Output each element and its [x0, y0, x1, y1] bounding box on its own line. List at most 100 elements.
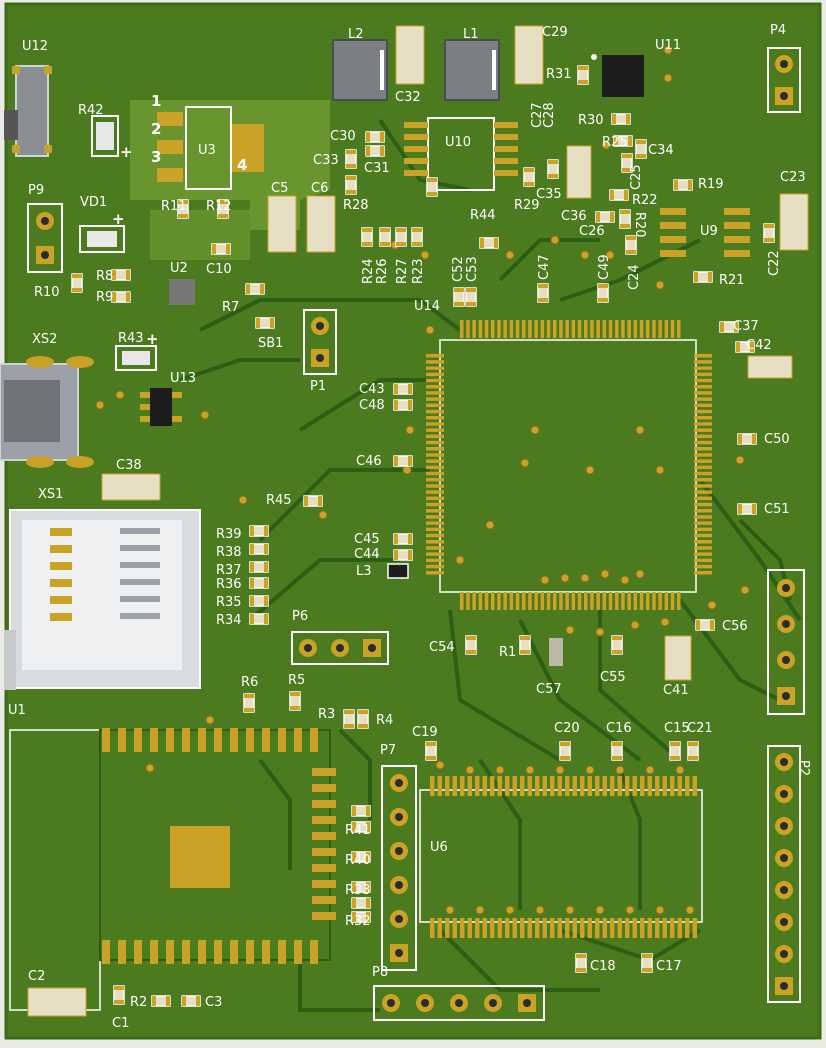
label-C23: C23	[780, 170, 806, 185]
label-R43: R43	[118, 331, 144, 346]
u10-chip	[404, 117, 518, 191]
label-R37: R37	[216, 563, 242, 578]
large-caps	[27, 25, 809, 1017]
label-C20: C20	[554, 721, 580, 736]
label-pin2: 2	[151, 120, 161, 138]
label-R39: R39	[216, 527, 242, 542]
label-R36: R36	[216, 577, 242, 592]
label-C44: C44	[354, 547, 380, 562]
label-C45: C45	[354, 532, 380, 547]
label-R12: R12	[206, 199, 232, 214]
u14-mcu	[426, 320, 712, 610]
label-R2: R2	[130, 995, 147, 1010]
label-U1: U1	[8, 703, 26, 718]
label-L3: L3	[356, 564, 372, 579]
label-C22: C22	[767, 250, 782, 276]
label-L1: L1	[463, 27, 479, 42]
label-pin3: 3	[151, 148, 161, 166]
label-C17: C17	[656, 959, 682, 974]
label-U2: U2	[170, 261, 188, 276]
label-U6: U6	[430, 840, 448, 855]
label-R32: R32	[345, 914, 371, 929]
label-C52: C52	[451, 256, 466, 282]
traces	[179, 118, 802, 1012]
label-R26: R26	[375, 258, 390, 284]
label-U10: U10	[445, 135, 471, 150]
label-U11: U11	[655, 38, 681, 53]
label-R23: R23	[411, 258, 426, 284]
label-C30: C30	[330, 129, 356, 144]
label-R42: R42	[78, 103, 104, 118]
label-VD1: VD1	[80, 195, 107, 210]
label-C57: C57	[536, 682, 562, 697]
label-R21: R21	[719, 273, 745, 288]
label-R34: R34	[216, 613, 242, 628]
label-SB1: SB1	[258, 336, 283, 351]
label-L2: L2	[348, 27, 364, 42]
label-C10: C10	[206, 262, 232, 277]
label-plus3: +	[146, 330, 159, 348]
label-C37: C37	[733, 319, 759, 334]
label-pin4: 4	[237, 156, 247, 174]
led-r43	[115, 345, 157, 371]
u9-chip	[660, 208, 750, 257]
label-C29: C29	[542, 25, 568, 40]
label-C54: C54	[429, 640, 455, 655]
label-C48: C48	[359, 398, 385, 413]
label-R41: R41	[345, 823, 371, 838]
label-R27: R27	[395, 258, 410, 284]
label-C38: C38	[116, 458, 142, 473]
led-vd1	[79, 225, 125, 253]
label-C18: C18	[590, 959, 616, 974]
u13-chip	[140, 388, 182, 426]
label-C46: C46	[356, 454, 382, 469]
u11-chip	[591, 54, 644, 97]
label-C56: C56	[722, 619, 748, 634]
label-C36: C36	[561, 209, 587, 224]
label-R10: R10	[34, 285, 60, 300]
label-R28: R28	[343, 198, 369, 213]
label-R8: R8	[96, 269, 113, 284]
label-R25: R25	[602, 135, 628, 150]
pin-headers	[27, 47, 805, 1021]
label-R20: R20	[632, 212, 647, 238]
label-C21: C21	[687, 721, 713, 736]
label-C31: C31	[364, 161, 390, 176]
label-XS2: XS2	[32, 332, 57, 347]
label-R19: R19	[698, 177, 724, 192]
label-C42: C42	[746, 338, 772, 353]
u6-chip	[419, 776, 703, 938]
label-P9: P9	[28, 183, 44, 198]
label-R40: R40	[345, 853, 371, 868]
label-C16: C16	[606, 721, 632, 736]
label-C50: C50	[764, 432, 790, 447]
label-U12: U12	[22, 39, 48, 54]
label-R22: R22	[632, 193, 658, 208]
label-C5: C5	[271, 181, 288, 196]
label-C47: C47	[537, 254, 552, 280]
label-R4: R4	[376, 713, 393, 728]
label-U3: U3	[198, 143, 216, 158]
label-plus1: +	[120, 143, 133, 161]
label-C26: C26	[579, 224, 605, 239]
label-U14: U14	[414, 299, 440, 314]
label-C55: C55	[600, 670, 626, 685]
label-P4: P4	[770, 23, 786, 38]
u12-switch	[4, 65, 52, 157]
label-R11: R11	[161, 199, 187, 214]
label-P8: P8	[372, 965, 388, 980]
label-C19: C19	[412, 725, 438, 740]
label-C51: C51	[764, 502, 790, 517]
label-R24: R24	[361, 258, 376, 284]
label-P7: P7	[380, 743, 396, 758]
label-R33: R33	[345, 883, 371, 898]
label-C6: C6	[311, 181, 328, 196]
label-R1: R1	[499, 645, 516, 660]
label-C2: C2	[28, 969, 45, 984]
label-C28: C28	[542, 102, 557, 128]
label-P6: P6	[292, 609, 308, 624]
label-R9: R9	[96, 290, 113, 305]
label-plus2: +	[112, 210, 125, 228]
label-R31: R31	[546, 67, 572, 82]
